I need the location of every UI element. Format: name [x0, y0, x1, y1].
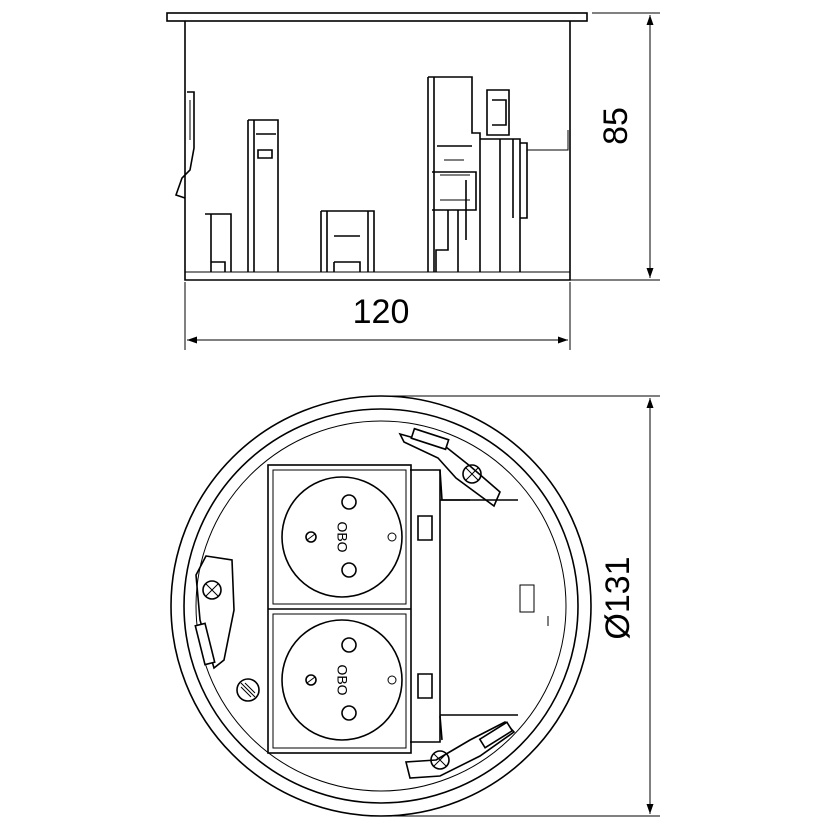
socket-upper-pin-top: [341, 494, 357, 510]
side-mechanism: [427, 76, 481, 272]
screw-icon: [305, 531, 317, 543]
side-post-center: [247, 119, 279, 272]
height-dimension: 85: [570, 12, 660, 281]
inner-rim: [183, 408, 579, 804]
mechanism-frame: [410, 469, 549, 743]
diameter-dimension-label: Ø131: [599, 556, 637, 639]
socket-frame: [267, 464, 412, 754]
inner-body: [195, 420, 567, 792]
socket-upper-logo: OBO: [334, 521, 350, 552]
side-left-clip: [174, 91, 195, 199]
latch-left: [194, 555, 235, 670]
side-flange: [166, 12, 588, 22]
socket-upper: OBO: [281, 476, 403, 598]
side-body-outline: [184, 21, 571, 281]
latch-lower-right: [404, 715, 516, 779]
height-dimension-label: 85: [597, 107, 635, 145]
socket-lower-pin-bottom: [341, 705, 357, 721]
latch-upper-right: [398, 427, 501, 508]
side-post-left: [205, 213, 232, 272]
screw-lower-left: [236, 678, 260, 702]
socket-upper-face: [281, 476, 403, 598]
screw-icon: [305, 674, 317, 686]
width-dimension-label: 120: [353, 293, 410, 331]
socket-lower-face: [281, 619, 403, 741]
side-view: [166, 12, 588, 281]
side-right-latch: [480, 89, 528, 272]
top-view: OBO OBO: [170, 395, 592, 817]
side-connector-center: [320, 210, 375, 272]
socket-lower: OBO: [281, 619, 403, 741]
socket-lower-pin-top: [341, 637, 357, 653]
socket-lower-logo: OBO: [334, 664, 350, 695]
socket-upper-pin-bottom: [341, 562, 357, 578]
diameter-dimension: Ø131: [381, 395, 660, 817]
width-dimension: 120: [184, 282, 571, 350]
